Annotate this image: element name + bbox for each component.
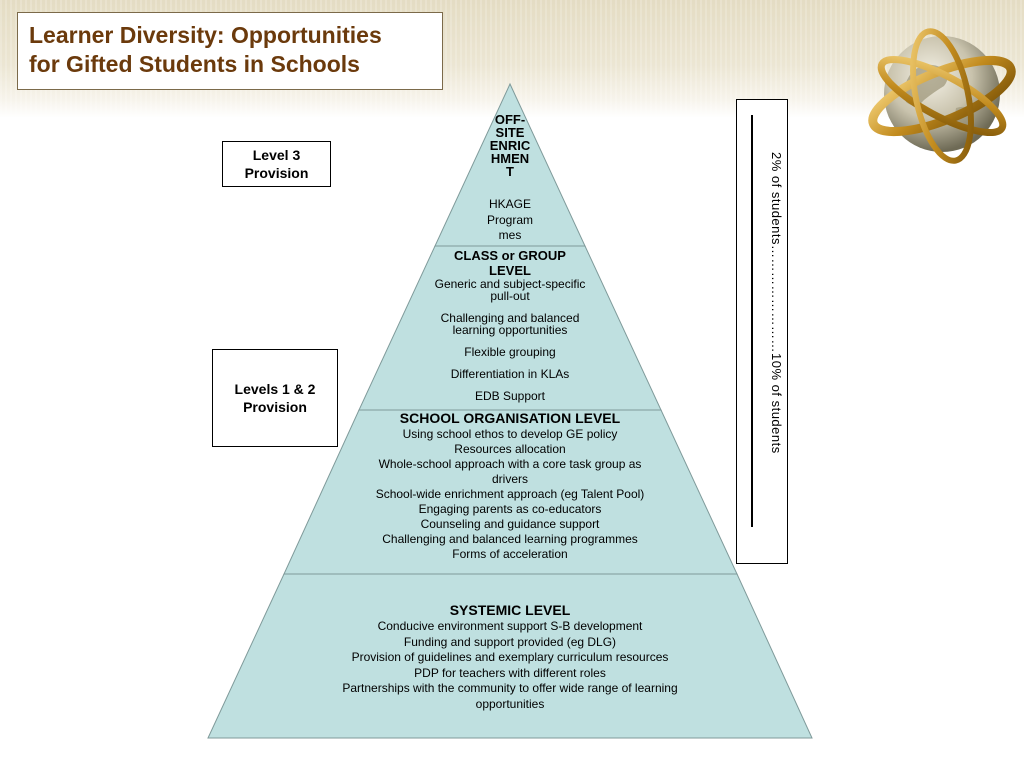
percentage-range-text: 2% of students……………………10% of students bbox=[769, 152, 784, 454]
school-organisation-item: Using school ethos to develop GE policy bbox=[402, 427, 618, 441]
class-group-item: Generic and subject-specific bbox=[434, 277, 586, 291]
percentage-range-bar bbox=[751, 115, 753, 527]
off-site-item: mes bbox=[498, 228, 522, 242]
level-3-label-line: Provision bbox=[244, 165, 309, 181]
off-site-heading-line: HMEN bbox=[490, 151, 530, 166]
student-percentage-box: 2% of students……………………10% of students bbox=[736, 99, 788, 564]
class-group-item: EDB Support bbox=[474, 389, 546, 403]
school-organisation-item: Forms of acceleration bbox=[452, 547, 568, 561]
systemic-item: PDP for teachers with different roles bbox=[414, 665, 606, 680]
off-site-heading-line: SITE bbox=[495, 125, 525, 140]
off-site-tier-text: OFF- SITE ENRIC HMEN T HKAGE Program mes bbox=[470, 113, 550, 242]
school-organisation-item: Whole-school approach with a core task g… bbox=[378, 457, 642, 471]
class-group-item: Challenging and balanced bbox=[440, 311, 580, 325]
systemic-item: Funding and support provided (eg DLG) bbox=[403, 634, 617, 649]
levels-1-2-provision-label: Levels 1 & 2 Provision bbox=[212, 349, 338, 447]
class-group-heading-line: CLASS or GROUP bbox=[454, 248, 566, 263]
globe-icon bbox=[868, 28, 1016, 164]
class-group-item: Flexible grouping bbox=[464, 345, 556, 359]
school-organisation-tier-text: SCHOOL ORGANISATION LEVEL Using school e… bbox=[330, 410, 690, 562]
off-site-heading-line: ENRIC bbox=[489, 138, 531, 153]
school-organisation-item: School-wide enrichment approach (eg Tale… bbox=[375, 487, 645, 501]
class-group-item: pull-out bbox=[490, 289, 530, 303]
school-organisation-item: Challenging and balanced learning progra… bbox=[382, 532, 638, 546]
school-organisation-item: Resources allocation bbox=[454, 442, 566, 456]
class-group-tier-text: CLASS or GROUP LEVEL Generic and subject… bbox=[400, 248, 620, 404]
title-box: Learner Diversity: Opportunities for Gif… bbox=[17, 12, 443, 90]
systemic-item: Partnerships with the community to offer… bbox=[342, 681, 678, 695]
levels-1-2-label-line: Levels 1 & 2 bbox=[234, 381, 316, 397]
level-3-provision-label: Level 3 Provision bbox=[222, 141, 331, 187]
school-organisation-item: Engaging parents as co-educators bbox=[418, 502, 602, 516]
school-organisation-item: drivers bbox=[491, 472, 528, 486]
off-site-item: HKAGE bbox=[488, 197, 531, 211]
systemic-item: opportunities bbox=[475, 696, 545, 711]
slide-title-line-1: Learner Diversity: Opportunities bbox=[29, 22, 382, 48]
systemic-heading: SYSTEMIC LEVEL bbox=[449, 602, 571, 618]
slide-title-line-2: for Gifted Students in Schools bbox=[29, 51, 360, 77]
level-3-label-line: Level 3 bbox=[252, 147, 301, 163]
class-group-heading-line: LEVEL bbox=[489, 263, 531, 278]
off-site-heading-line: T bbox=[506, 164, 514, 179]
class-group-item: learning opportunities bbox=[452, 323, 568, 337]
school-organisation-item: Counseling and guidance support bbox=[420, 517, 600, 531]
systemic-tier-text: SYSTEMIC LEVEL Conducive environment sup… bbox=[290, 602, 730, 712]
off-site-heading-line: OFF- bbox=[494, 112, 526, 127]
off-site-item: Program bbox=[486, 213, 533, 227]
pyramid-tier-systemic bbox=[207, 573, 813, 739]
systemic-item: Provision of guidelines and exemplary cu… bbox=[351, 650, 669, 664]
systemic-item: Conducive environment support S-B develo… bbox=[377, 619, 643, 633]
levels-1-2-label-line: Provision bbox=[243, 399, 307, 415]
class-group-item: Differentiation in KLAs bbox=[450, 367, 570, 381]
school-organisation-heading: SCHOOL ORGANISATION LEVEL bbox=[399, 410, 621, 426]
